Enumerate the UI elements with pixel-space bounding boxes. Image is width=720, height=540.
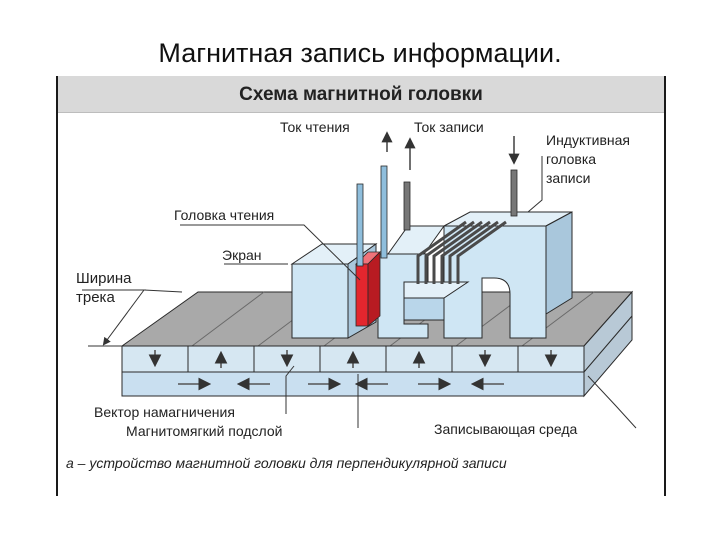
- figure-caption: а – устройство магнитной головки для пер…: [66, 455, 507, 471]
- label-inductive-head-1: Индуктивная: [546, 132, 630, 148]
- main-pole: [377, 225, 445, 339]
- diagram-labels: Ток чтения Ток записи Индуктивная головк…: [66, 119, 630, 471]
- slide-title: Магнитная запись информации.: [158, 38, 562, 68]
- figure-header: Схема магнитной головки: [58, 76, 664, 113]
- label-track-width-2: трека: [76, 289, 115, 306]
- label-soft-underlayer: Магнитомягкий подслой: [126, 423, 282, 439]
- label-read-head: Головка чтения: [174, 207, 274, 223]
- leader-lines: [82, 156, 637, 429]
- inductive-write-head: [443, 211, 573, 339]
- label-inductive-head-3: записи: [546, 170, 590, 186]
- label-screen: Экран: [222, 247, 262, 263]
- label-magnetization-vector: Вектор намагничения: [94, 404, 235, 420]
- magnetic-head-diagram: Ток чтения Ток записи Индуктивная головк…: [66, 119, 637, 471]
- coil-windings: [416, 220, 507, 284]
- label-inductive-head-2: головка: [546, 151, 596, 167]
- label-read-current: Ток чтения: [280, 119, 350, 135]
- current-arrows: [381, 131, 520, 170]
- label-track-width-1: Ширина: [76, 270, 132, 287]
- write-current-lead: [403, 169, 518, 231]
- diagram-figure: Схема магнитной головки: [56, 76, 666, 496]
- read-current-leads: [356, 165, 388, 267]
- label-recording-medium: Записывающая среда: [434, 421, 577, 437]
- label-write-current: Ток записи: [414, 119, 484, 135]
- magnetization-cells: [148, 346, 558, 372]
